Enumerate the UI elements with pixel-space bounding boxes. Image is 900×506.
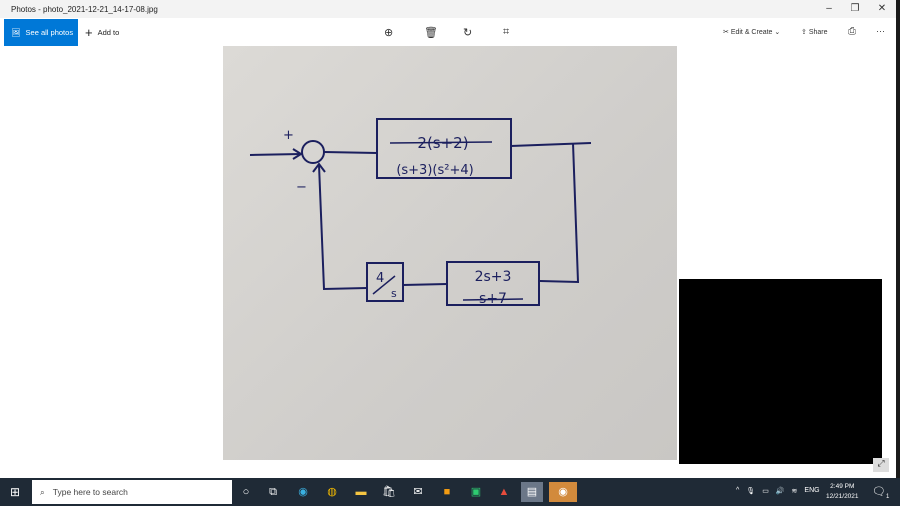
forward-block bbox=[376, 118, 512, 179]
share-label: Share bbox=[808, 29, 828, 36]
microphone-icon[interactable]: 🎙 bbox=[746, 488, 756, 495]
battery-icon[interactable]: ▭ bbox=[762, 488, 769, 495]
windows-start-icon[interactable]: ⊞ bbox=[10, 485, 21, 499]
close-button[interactable]: ✕ bbox=[877, 3, 887, 14]
print-icon[interactable]: ⎙ bbox=[848, 26, 856, 37]
feedback-block bbox=[446, 261, 540, 306]
cortana-icon[interactable]: ○ bbox=[242, 486, 250, 498]
chrome-icon[interactable]: ◍ bbox=[327, 486, 337, 498]
input-line bbox=[249, 153, 302, 156]
photo-block-diagram: + − 2(s+2) (s+3)(s²+4) 2s+3 s+7 4 s bbox=[223, 46, 677, 460]
taskbar-search[interactable]: ⌕ Type here to search bbox=[32, 480, 232, 504]
add-to-button[interactable]: + Add to bbox=[85, 25, 119, 40]
task-view-icon[interactable]: ⧉ bbox=[269, 486, 277, 498]
summing-junction bbox=[301, 140, 325, 164]
output-line bbox=[510, 142, 592, 147]
edit-create-label: Edit & Create bbox=[730, 29, 773, 36]
photos-window: Photos - photo_2021-12-21_14-17-08.jpg –… bbox=[0, 0, 896, 478]
file-explorer-icon[interactable]: ▬ bbox=[355, 486, 367, 498]
trash-icon[interactable]: 🗑 bbox=[424, 27, 438, 39]
photos-taskbar-icon[interactable]: ▤ bbox=[521, 482, 543, 502]
taskbar: ⊞ ⌕ Type here to search ○ ⧉ ◉ ◍ ▬ 🛍 ✉ ■ ▣… bbox=[0, 478, 900, 506]
toolbar: 🖼 See all photos + Add to ⊕ 🗑 ↻ ⌗ ✂ Edit &… bbox=[0, 18, 896, 46]
plus-icon: + bbox=[85, 25, 93, 40]
feedback-arrow bbox=[312, 162, 326, 173]
forward-denominator: (s+3)(s²+4) bbox=[396, 163, 473, 178]
system-tray: ^ 🎙 ▭ 🔊 ≋ ENG bbox=[736, 487, 820, 495]
chevron-up-icon[interactable]: ^ bbox=[736, 487, 740, 494]
edit-create-button[interactable]: ✂ Edit & Create ⌄ bbox=[723, 29, 781, 36]
volume-icon[interactable]: 🔊 bbox=[775, 488, 785, 495]
forward-numerator: 2(s+2) bbox=[417, 134, 468, 152]
feedback-right-line bbox=[539, 142, 580, 284]
integrator-denominator: s bbox=[391, 287, 397, 300]
app-icon[interactable]: ■ bbox=[443, 486, 451, 498]
date: 12/21/2021 bbox=[826, 493, 859, 500]
minus-sign: − bbox=[296, 180, 307, 195]
search-placeholder: Type here to search bbox=[52, 487, 128, 497]
plus-sign: + bbox=[283, 128, 294, 143]
more-icon[interactable]: ··· bbox=[876, 26, 885, 36]
store-icon[interactable]: 🛍 bbox=[382, 486, 396, 498]
feedback-return-line bbox=[318, 164, 368, 291]
zoom-in-icon[interactable]: ⊕ bbox=[384, 27, 394, 39]
wifi-icon[interactable]: ≋ bbox=[791, 488, 798, 495]
rotate-icon[interactable]: ↻ bbox=[463, 27, 473, 39]
expand-icon[interactable]: ⤢ bbox=[873, 458, 889, 472]
search-icon: ⌕ bbox=[40, 486, 45, 497]
photos-icon: 🖼 bbox=[11, 28, 21, 37]
share-button[interactable]: ⇪ Share bbox=[801, 29, 828, 36]
matlab-icon[interactable]: ▲ bbox=[498, 486, 510, 498]
see-all-photos-button[interactable]: 🖼 See all photos bbox=[4, 19, 78, 46]
crop-icon[interactable]: ⌗ bbox=[503, 26, 510, 38]
sum-to-forward-line bbox=[323, 151, 378, 154]
recorder-icon[interactable]: ◉ bbox=[549, 482, 577, 502]
see-all-photos-label: See all photos bbox=[25, 28, 74, 37]
excel-icon[interactable]: ▣ bbox=[470, 486, 482, 498]
window-title: Photos - photo_2021-12-21_14-17-08.jpg bbox=[11, 5, 158, 14]
minimize-button[interactable]: – bbox=[826, 3, 832, 14]
notification-count: 1 bbox=[885, 494, 890, 501]
integrator-numerator: 4 bbox=[376, 271, 384, 286]
time: 2:49 PM bbox=[830, 483, 855, 490]
maximize-button[interactable]: ❐ bbox=[850, 3, 860, 14]
edge-icon[interactable]: ◉ bbox=[298, 486, 308, 498]
video-overlay bbox=[679, 279, 882, 464]
feedback-denominator: s+7 bbox=[479, 291, 507, 307]
feedback-numerator: 2s+3 bbox=[475, 269, 512, 285]
title-bar: Photos - photo_2021-12-21_14-17-08.jpg –… bbox=[0, 0, 896, 18]
feedback-mid-line bbox=[402, 283, 448, 286]
mail-icon[interactable]: ✉ bbox=[413, 486, 423, 498]
integrator-block bbox=[366, 262, 404, 302]
add-to-label: Add to bbox=[97, 28, 120, 37]
notification-icon[interactable]: 🗨1 bbox=[872, 486, 890, 501]
language-indicator[interactable]: ENG bbox=[804, 487, 820, 494]
clock[interactable]: 2:49 PM 12/21/2021 bbox=[826, 482, 859, 502]
input-arrow bbox=[292, 148, 303, 160]
